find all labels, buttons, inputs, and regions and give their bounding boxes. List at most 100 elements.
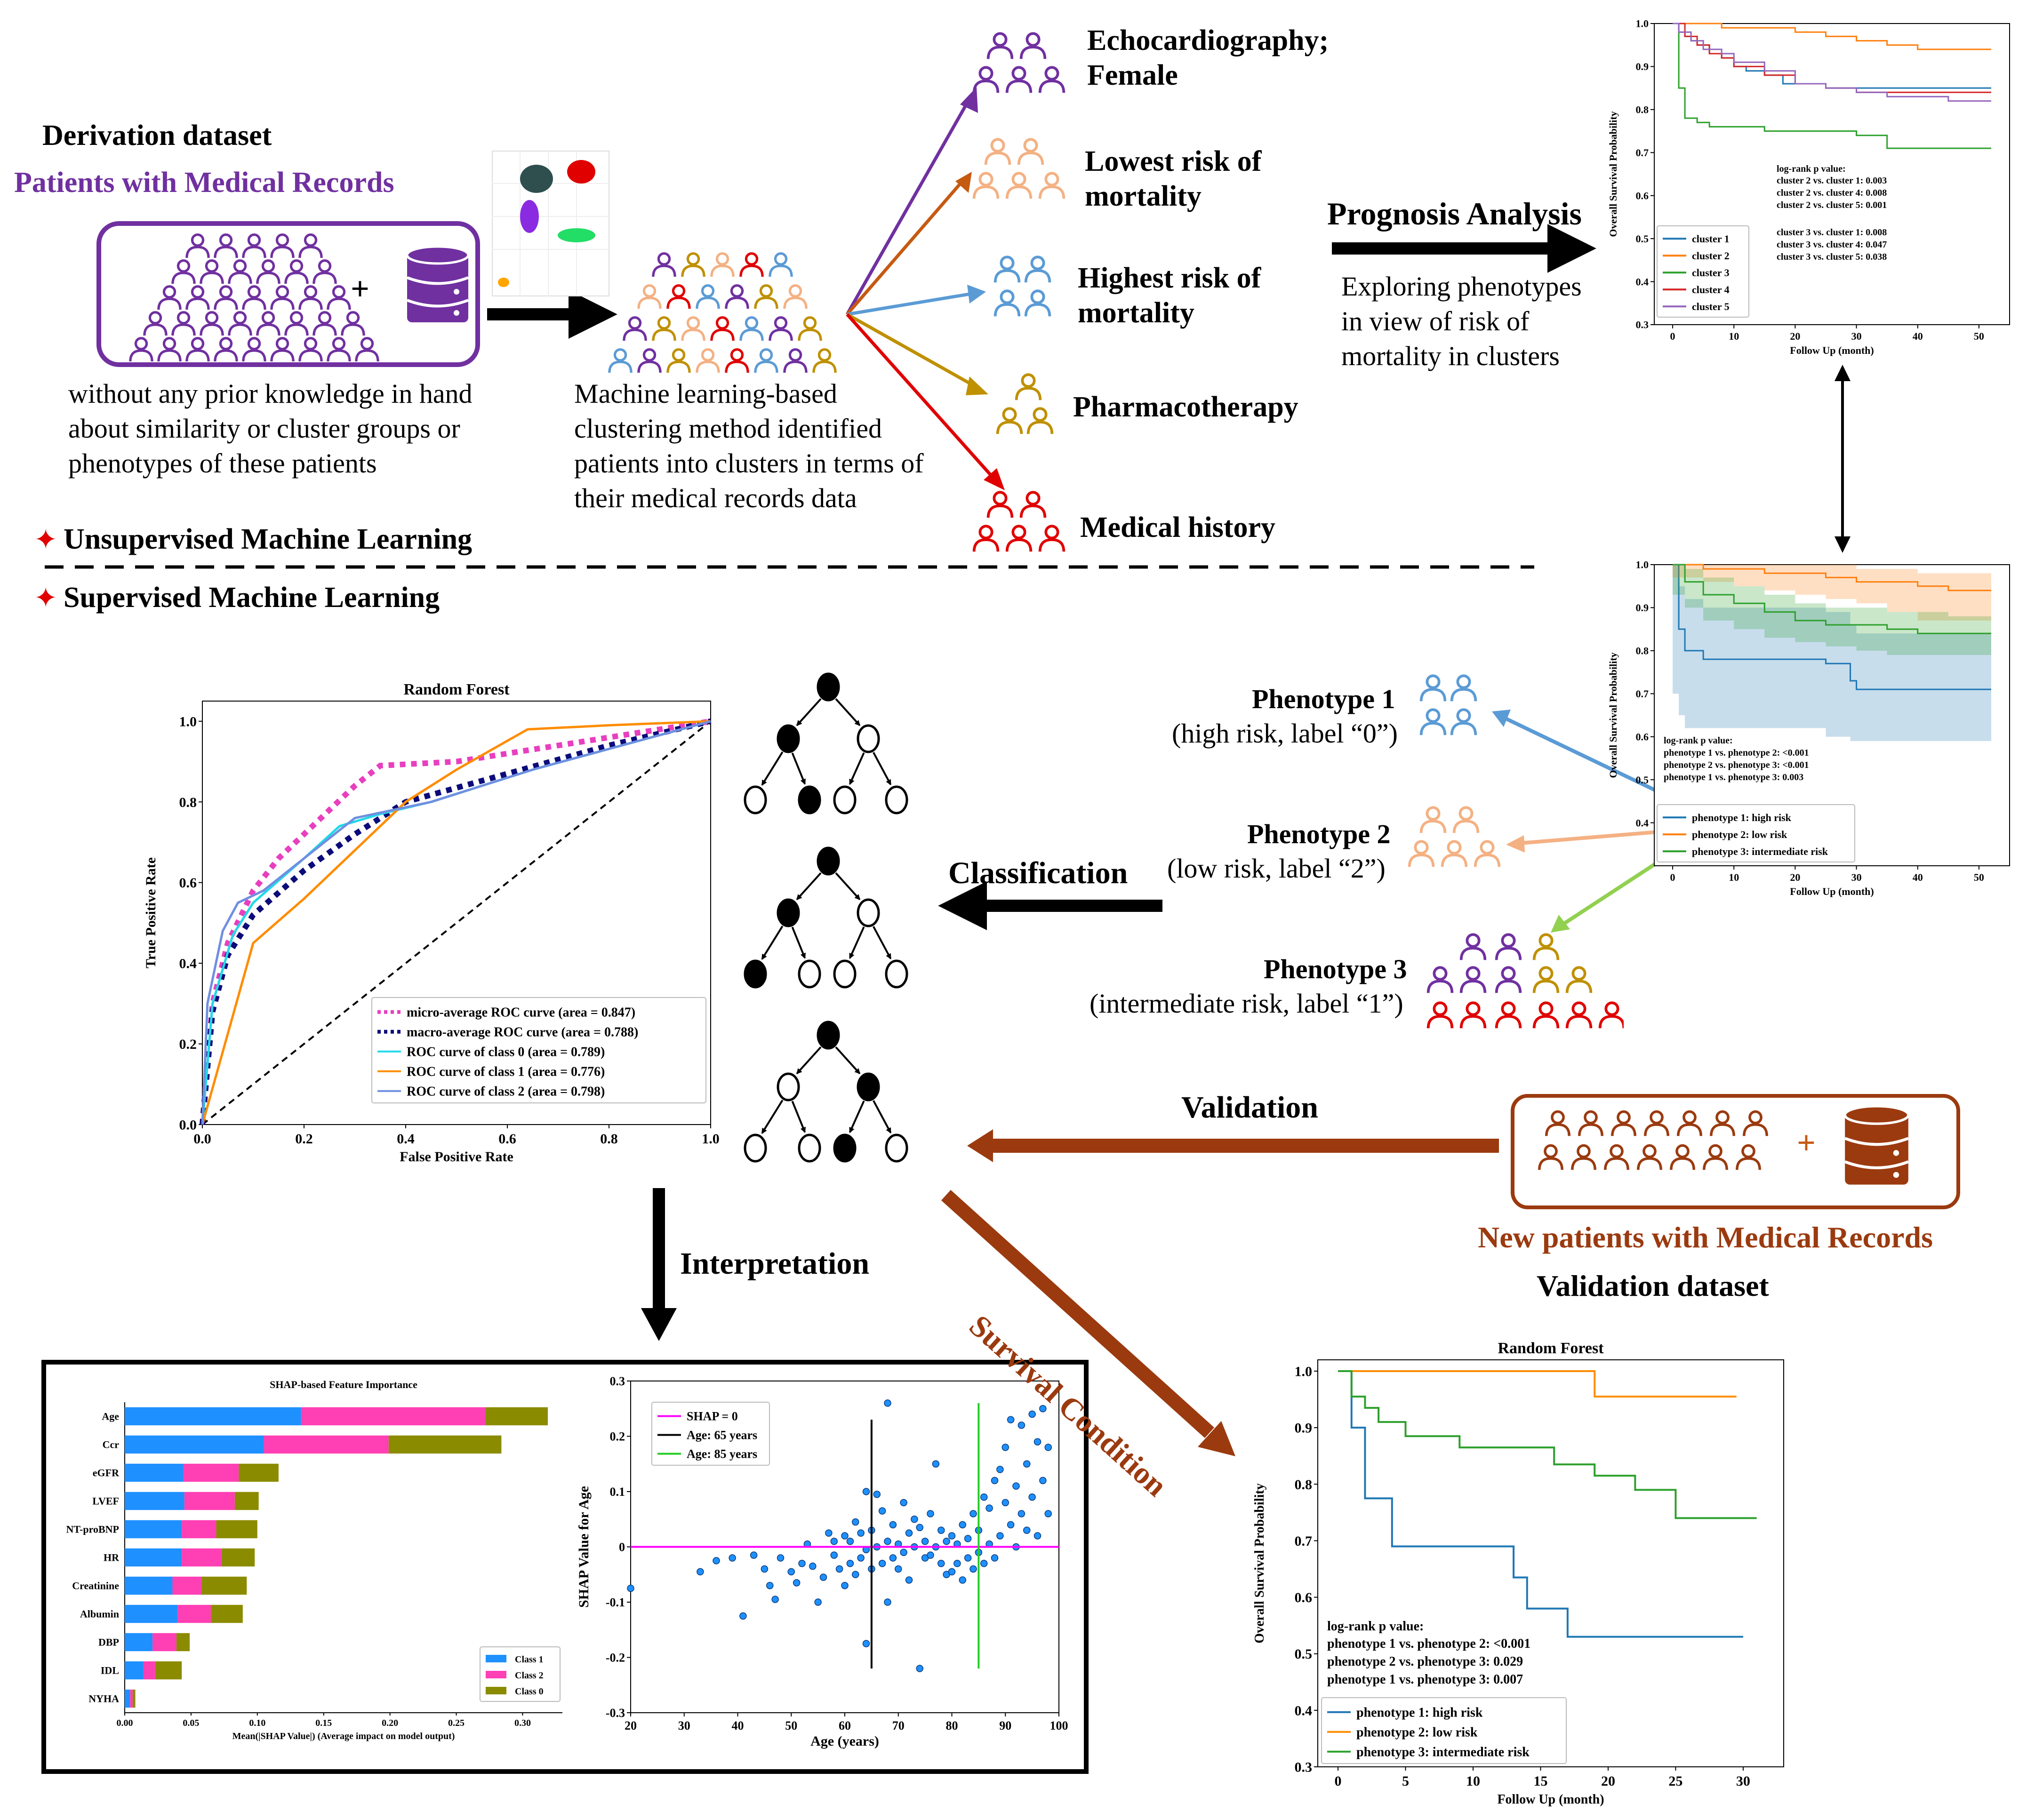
person-icon xyxy=(1419,708,1447,735)
person-icon xyxy=(1005,525,1033,552)
bar-segment xyxy=(125,1689,130,1708)
person-icon xyxy=(1743,1110,1768,1136)
scatter-point xyxy=(830,1551,838,1559)
scatter-point xyxy=(964,1554,972,1562)
scatter-point xyxy=(980,1560,988,1567)
person-icon xyxy=(171,311,196,336)
scatter-point xyxy=(739,1612,747,1620)
person-icon xyxy=(1419,806,1447,833)
category-label: NYHA xyxy=(88,1693,119,1705)
person-icon xyxy=(1017,138,1044,165)
scatter-point xyxy=(1007,1416,1015,1423)
derivation-title: Derivation dataset xyxy=(42,120,272,152)
person-icon xyxy=(1452,806,1480,833)
arrow-phenotype-2 xyxy=(1520,829,1676,845)
scatter-point xyxy=(948,1568,956,1576)
derivation-patients-box xyxy=(96,221,480,367)
scatter-point xyxy=(996,1466,1004,1473)
tree-node xyxy=(744,1134,767,1163)
arrowhead-validation xyxy=(967,1129,993,1162)
x-tick-label: 0.05 xyxy=(183,1718,199,1728)
scatter-point xyxy=(857,1554,865,1562)
x-tick-label: 50 xyxy=(785,1719,797,1732)
tree-node xyxy=(857,724,880,753)
survival-curve xyxy=(1338,1370,1737,1398)
derivation-desc-3: phenotypes of these patients xyxy=(68,448,377,479)
legend-label: Class 0 xyxy=(515,1686,544,1697)
arrowhead-phenotype-1 xyxy=(1492,710,1511,727)
annotation-line: cluster 2 vs. cluster 5: 0.001 xyxy=(1777,200,1887,210)
person-icon xyxy=(256,259,280,284)
arrowhead-down xyxy=(1835,536,1851,553)
tree-edge xyxy=(761,926,784,960)
x-tick-label: 0.8 xyxy=(600,1131,618,1147)
person-icon xyxy=(143,311,168,336)
scatter-point xyxy=(927,1510,934,1517)
person-icon xyxy=(754,348,778,373)
person-icon xyxy=(754,284,778,309)
person-icon xyxy=(327,337,351,362)
person-icon xyxy=(312,259,337,284)
person-icon xyxy=(681,252,705,277)
scatter-point xyxy=(895,1565,902,1573)
scatter-point xyxy=(991,1554,999,1562)
bar-segment xyxy=(125,1604,178,1623)
person-icon xyxy=(270,337,295,362)
tree-node xyxy=(744,785,767,814)
person-icon xyxy=(1578,1110,1603,1136)
survival-curve xyxy=(1673,564,1991,690)
person-icon xyxy=(652,252,676,277)
chart-title: SHAP-based Feature Importance xyxy=(270,1379,417,1390)
confidence-band xyxy=(1673,565,1991,621)
tree-node xyxy=(798,959,821,989)
scatter-point xyxy=(852,1571,859,1578)
chart-title: Random Forest xyxy=(403,681,510,698)
scatter-point xyxy=(814,1598,822,1606)
bar-segment xyxy=(485,1407,548,1426)
x-tick-label: 1.0 xyxy=(702,1131,720,1147)
cluster-3-icons xyxy=(993,255,1051,317)
x-axis-label: Follow Up (month) xyxy=(1497,1792,1604,1807)
person-icon xyxy=(242,233,266,258)
scatter-point xyxy=(1034,1532,1042,1540)
x-axis-label: False Positive Rate xyxy=(400,1149,513,1165)
ml-desc-4: their medical records data xyxy=(574,483,857,513)
cluster-label-3b: mortality xyxy=(1078,297,1194,329)
x-tick-label: 60 xyxy=(839,1719,851,1732)
y-tick-label: 0.4 xyxy=(1295,1703,1313,1718)
scatter-point xyxy=(969,1510,977,1517)
person-icon xyxy=(270,233,295,258)
scatter-point xyxy=(996,1532,1004,1540)
scatter-point xyxy=(830,1538,838,1545)
scatter-point xyxy=(959,1576,966,1584)
person-icon xyxy=(1598,1001,1624,1029)
scatter-point xyxy=(985,1504,993,1512)
x-tick-label: 30 xyxy=(1851,871,1862,883)
bar-segment xyxy=(216,1520,257,1539)
person-icon xyxy=(666,348,691,373)
tree-node xyxy=(833,1134,857,1163)
arrow-cluster-4 xyxy=(846,312,975,388)
person-icon xyxy=(681,316,705,341)
person-icon xyxy=(972,525,1000,552)
bar-segment xyxy=(239,1463,279,1482)
legend-label: ROC curve of class 0 (area = 0.789) xyxy=(407,1045,605,1060)
legend-swatch xyxy=(486,1655,506,1662)
category-label: DBP xyxy=(98,1636,119,1648)
roc-curve xyxy=(200,718,712,1125)
y-tick-label: 0.2 xyxy=(179,1037,197,1052)
phenotype-1-icons xyxy=(1419,674,1477,735)
person-icon xyxy=(1532,933,1560,960)
scatter-point xyxy=(1007,1521,1015,1529)
person-icon xyxy=(270,285,295,310)
person-icon xyxy=(1703,1144,1728,1170)
x-tick-label: 30 xyxy=(1736,1773,1750,1789)
y-tick-label: 0.6 xyxy=(1636,731,1649,742)
x-axis-label: Age (years) xyxy=(810,1733,879,1749)
scatter-point xyxy=(937,1526,945,1534)
bar-segment xyxy=(152,1633,176,1652)
person-icon xyxy=(185,285,210,310)
tree-edge xyxy=(761,751,784,786)
y-tick-label: 0.0 xyxy=(179,1118,197,1133)
y-tick-label: 0.2 xyxy=(610,1430,625,1444)
